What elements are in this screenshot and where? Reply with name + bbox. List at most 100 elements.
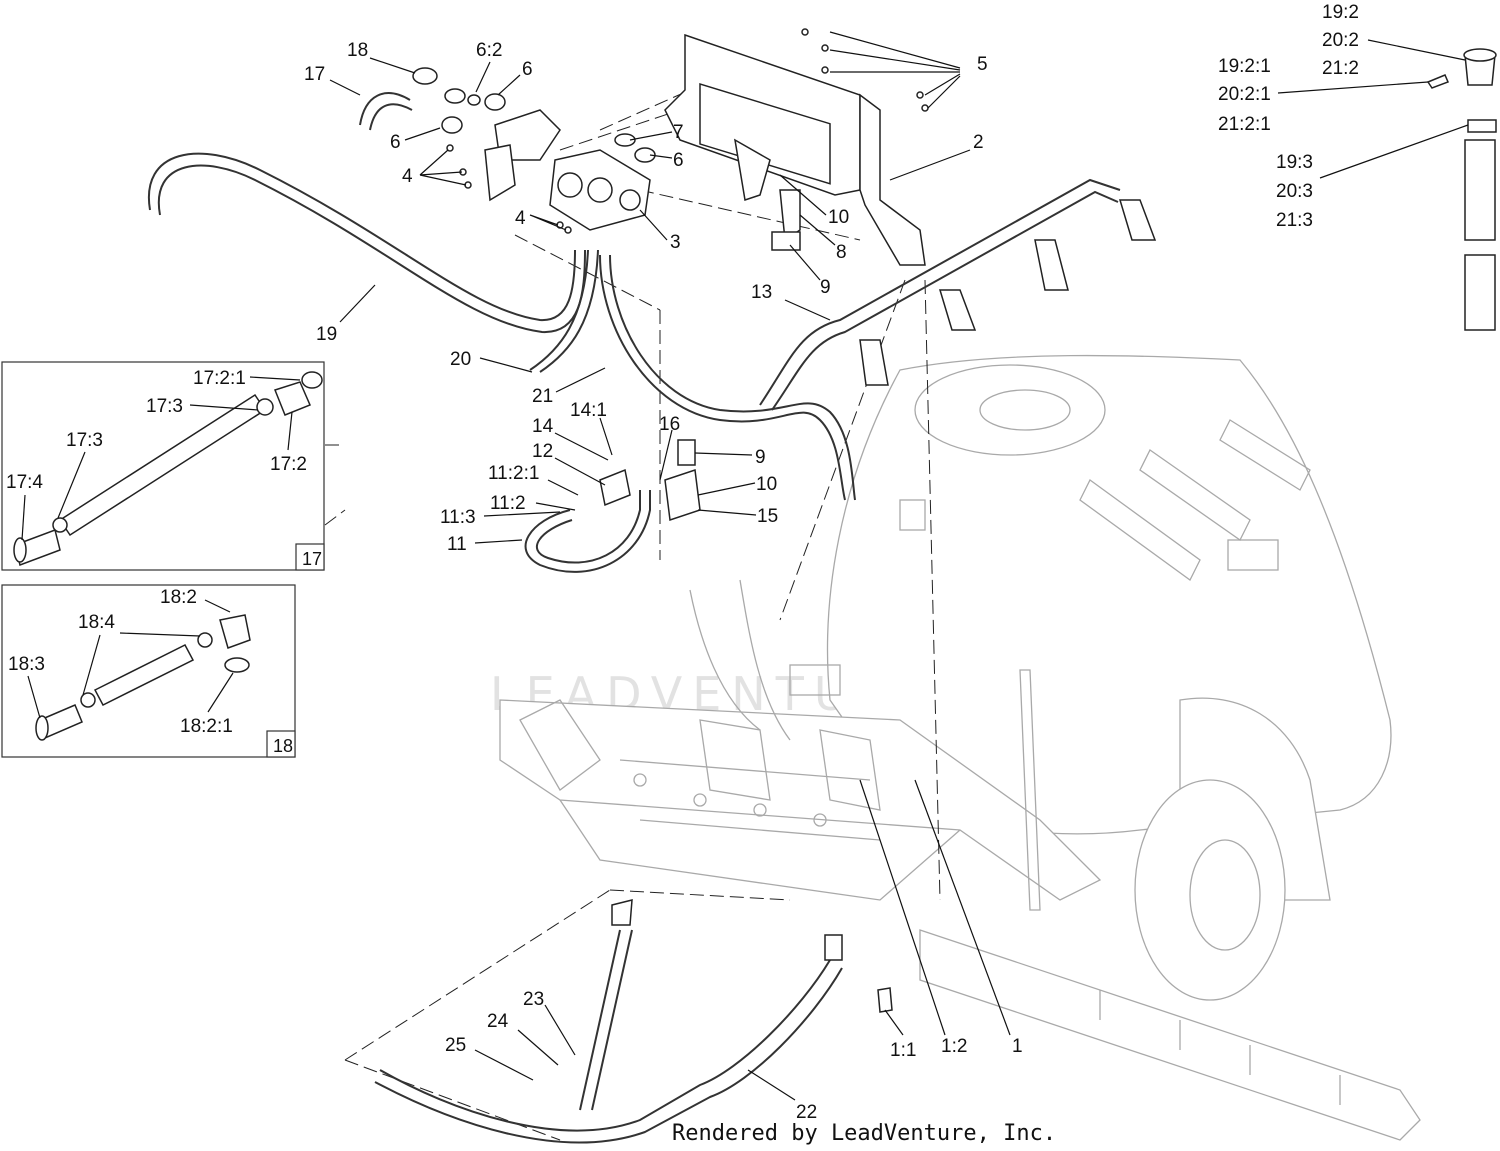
dash-v-2 [779,279,906,621]
label-19-2-1: 19:2:1 [1218,56,1271,77]
label-1-1: 1:1 [890,1040,916,1061]
leader-19-3 [1319,124,1469,179]
label-1: 1 [1012,1036,1023,1057]
inset-18-number: 18 [273,736,293,756]
clamp-9-lower [677,439,696,466]
hoses [147,92,856,1144]
leader-6-right [649,154,673,159]
label-4-b: 4 [515,208,526,229]
dash-inset-2 [324,509,346,526]
hydraulic-lines [689,579,791,741]
label-17: 17 [304,64,325,85]
label-6-top: 6 [522,59,533,80]
leader-15 [697,509,757,516]
leader-18-2 [204,599,231,613]
tank-lid-inner [979,389,1071,431]
label-20-2: 20:2 [1322,30,1359,51]
tank-rib-2 [1079,479,1201,581]
leader-6-top [497,74,521,96]
fitting-6-top [444,88,466,104]
label-21-2: 21:2 [1322,58,1359,79]
block-15 [664,468,701,522]
hose-22 [379,959,831,1132]
frame-cross [619,759,881,841]
nozzle-2 [938,289,977,331]
label-18-2-1: 18:2:1 [180,716,233,737]
leader-10 [779,174,827,216]
leader-22 [747,1069,796,1101]
frame-side [559,799,961,901]
leader-4-b [529,214,567,231]
hose-17 [359,92,411,126]
inset-17-end [13,537,27,563]
leader-6-left [404,127,441,141]
valve-bank [789,664,841,696]
hose-21-b [609,254,856,501]
label-18-4: 18:4 [78,612,115,633]
label-4-a: 4 [402,166,413,187]
fuse-1-1 [877,987,893,1013]
bolt-5a [801,28,809,36]
leader-3 [639,209,668,241]
leader-17-4 [21,494,26,541]
leader-17-3-b [57,451,86,519]
nozzle-1 [859,339,889,386]
inset-18-elbow [219,614,251,649]
inset-18: 18 18:2 18:4 18:3 18:2:1 [1,584,296,758]
frame-block-2 [699,719,771,801]
leader-1 [914,779,1011,1036]
label-21-2-1: 21:2:1 [1218,114,1271,135]
footer-credit: Rendered by LeadVenture, Inc. [672,1121,1056,1146]
label-11: 11 [447,534,467,555]
leader-19-2 [1367,39,1466,61]
frame-bolt-4 [813,813,827,827]
label-18-3: 18:3 [8,654,45,675]
inset-17-clamp-1 [256,398,274,416]
spray-boom [919,929,1421,1141]
frame-leg [734,138,771,201]
frame-block-1 [519,699,601,791]
seal-19-2-1 [1426,74,1449,89]
leader-18-2-1 [207,672,234,713]
frame-bolt-2 [693,793,707,807]
inset-17-oring [301,371,323,389]
label-8: 8 [836,242,847,263]
label-20-2-1: 20:2:1 [1218,84,1271,105]
inset-18-number-box [266,730,296,758]
frame-bolt-1 [633,773,647,787]
leader-18 [369,57,416,74]
hose-19-b [157,164,586,334]
hose-19-end-2 [1464,254,1496,331]
label-17-3-b: 17:3 [66,430,103,451]
leader-17 [329,79,361,96]
label-3: 3 [670,232,681,253]
label-10-b: 10 [756,474,777,495]
leader-16 [659,429,673,481]
leader-8 [799,214,836,246]
label-18-2: 18:2 [160,587,197,608]
label-21: 21 [532,386,553,407]
fitting-22-top [824,934,843,961]
leader-12 [554,457,606,486]
inset-17-number-box [295,543,325,571]
label-20: 20 [450,349,471,370]
label-6-2: 6:2 [476,40,502,61]
fitting-19-2-top [1463,48,1497,62]
fitting-6-left [441,116,463,134]
inset-18-oring [224,657,250,673]
label-21-3: 21:3 [1276,210,1313,231]
bolt-4a [446,144,454,152]
inset-18-end [35,715,49,741]
leader-14-1 [599,417,613,456]
inset-18-tube [93,644,195,706]
leader-6-2 [475,61,491,93]
bracket-8 [779,189,801,242]
label-14-1: 14:1 [570,400,607,421]
frame-bolt-3 [753,803,767,817]
inset-17-coupler [274,381,311,416]
leader-11-2 [535,502,576,511]
leader-11-2-1 [547,479,579,496]
hose-22-b [374,967,843,1144]
label-17-4: 17:4 [6,472,43,493]
